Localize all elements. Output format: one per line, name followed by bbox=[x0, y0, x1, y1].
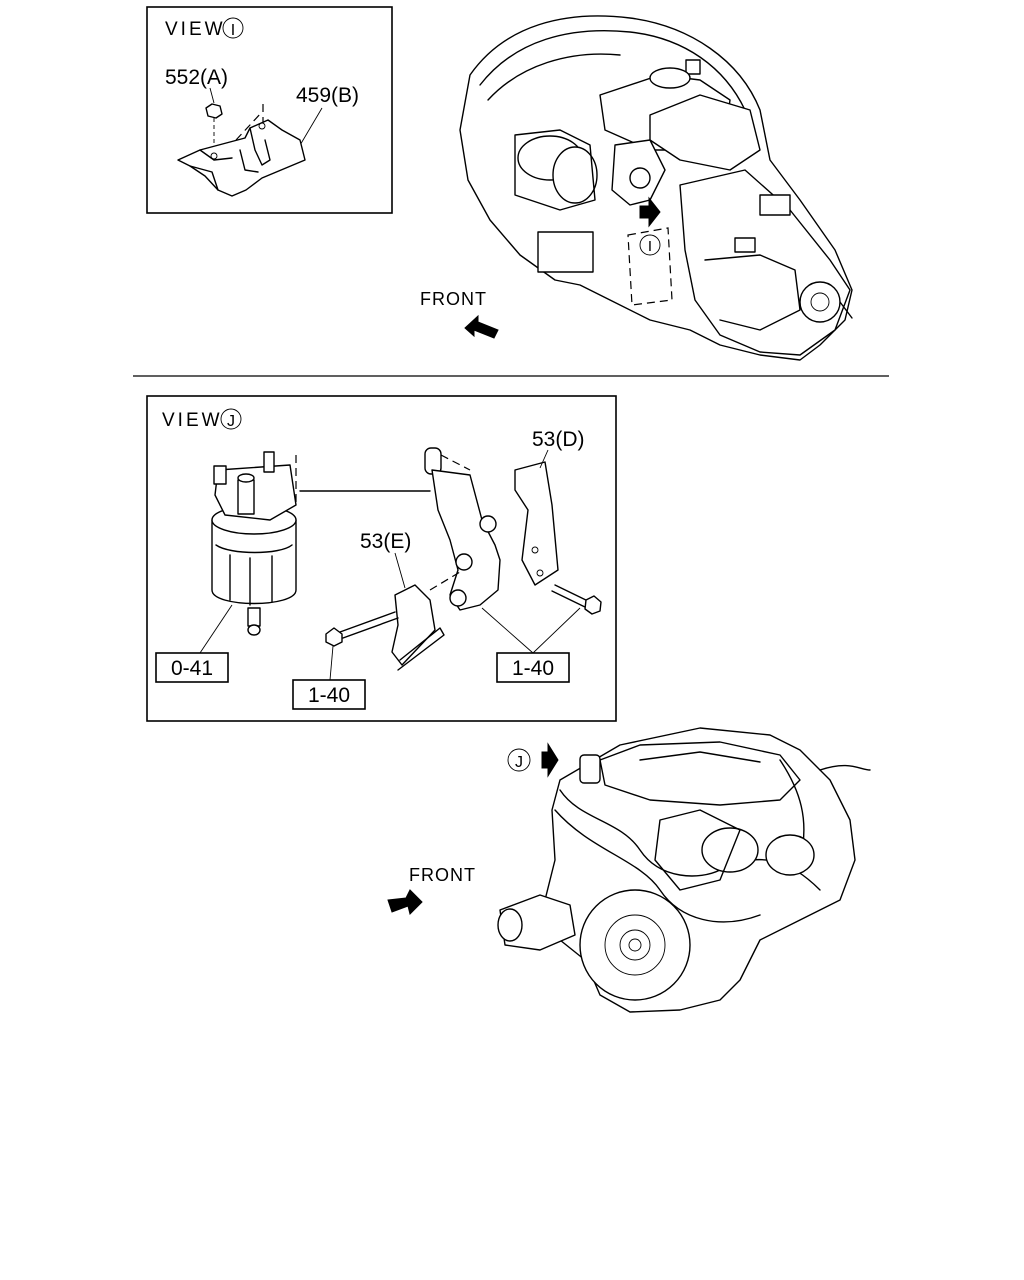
label-53d: 53(D) bbox=[532, 428, 585, 451]
view-j-marker-circle: J bbox=[220, 408, 242, 430]
ref-box-1-40-right: 1-40 bbox=[496, 652, 570, 683]
svg-text:1-40: 1-40 bbox=[512, 657, 554, 680]
view-j-arrow-icon bbox=[541, 742, 559, 778]
transmission-illustration: I FRONT bbox=[420, 15, 853, 361]
svg-text:J: J bbox=[515, 754, 523, 771]
view-i-title: VIEW bbox=[165, 19, 226, 40]
fuel-filter-icon bbox=[211, 451, 297, 636]
transmission-front-label: FRONT bbox=[420, 289, 487, 309]
engine-front-label: FRONT bbox=[409, 865, 476, 885]
view-j-title: VIEW bbox=[162, 410, 223, 431]
svg-text:1-40: 1-40 bbox=[308, 684, 350, 707]
engine-front-arrow-icon bbox=[387, 889, 423, 915]
engine-illustration: J FRONT bbox=[387, 727, 871, 1013]
view-i-marker-on-transmission: I bbox=[639, 234, 661, 256]
view-j-panel: VIEW J bbox=[146, 395, 617, 722]
view-j-marker-on-engine: J bbox=[507, 748, 531, 772]
label-459b: 459(B) bbox=[296, 84, 359, 107]
label-552a: 552(A) bbox=[165, 66, 228, 89]
nut-552a-icon bbox=[205, 103, 223, 150]
transmission-front-arrow-icon bbox=[464, 314, 499, 339]
view-i-panel: VIEW I 552(A) 459(B) bbox=[146, 6, 393, 214]
bracket-assembly-icon bbox=[325, 447, 602, 671]
label-53e: 53(E) bbox=[360, 530, 411, 553]
svg-text:I: I bbox=[648, 238, 652, 255]
view-i-marker-circle: I bbox=[222, 17, 244, 39]
svg-text:0-41: 0-41 bbox=[171, 657, 213, 680]
ref-box-0-41: 0-41 bbox=[155, 652, 229, 683]
ref-box-1-40-left: 1-40 bbox=[292, 679, 366, 710]
bracket-459b-icon bbox=[177, 104, 306, 197]
svg-text:J: J bbox=[227, 413, 235, 430]
svg-text:I: I bbox=[231, 22, 235, 39]
